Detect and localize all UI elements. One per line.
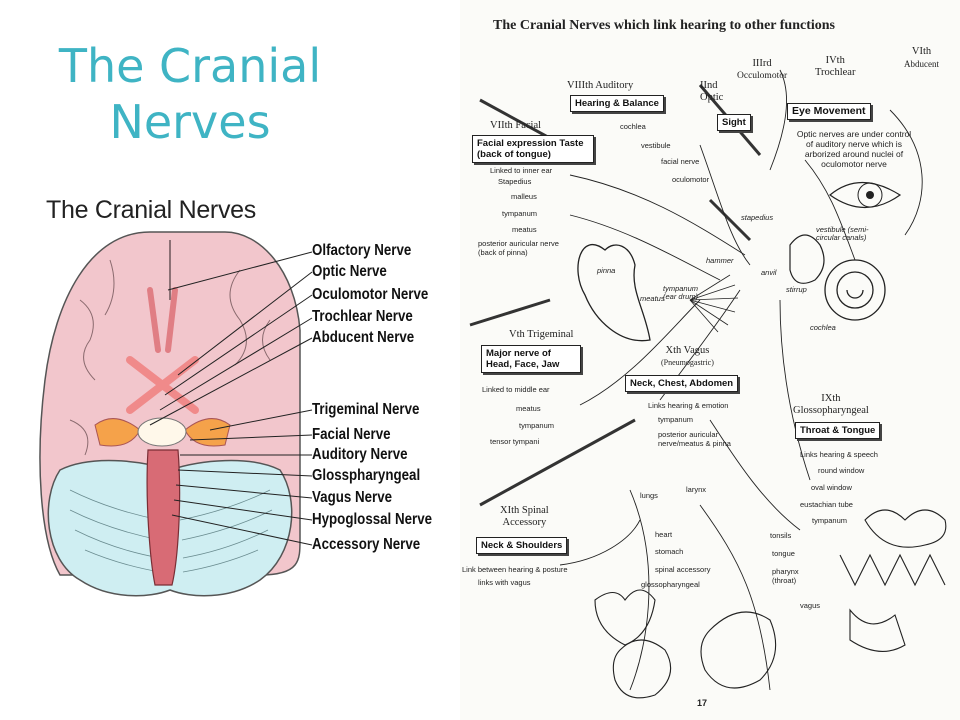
auditory-item-oculomotor: oculomotor (672, 175, 710, 184)
nerve-iv-label: IVth Trochlear (815, 55, 855, 79)
eye-movement-box: Eye Movement (787, 103, 871, 120)
slide-title-line2: Nerves (109, 95, 271, 149)
nerve-iii-label: IIIrd Occulomotor (737, 58, 787, 82)
major-nerve-box: Major nerve of Head, Face, Jaw (481, 345, 581, 373)
nerve-iv-name: Trochlear (815, 67, 856, 78)
facial-item-posterior-auricular: posterior auricular nerve (back of pinna… (478, 239, 559, 257)
organ-tongue: tongue (772, 549, 795, 558)
auditory-item-facial-nerve: facial nerve (661, 157, 700, 166)
glosso-item-round-window: round window (818, 466, 865, 475)
vagus-item-emotion: Links hearing & emotion (648, 401, 729, 410)
label-hypoglossal-nerve: Hypoglossal Nerve (312, 511, 433, 528)
hearing-balance-box: Hearing & Balance (570, 95, 664, 112)
nerve-ix-roman: IXth (821, 393, 841, 404)
auditory-item-vestibule: vestibule (641, 141, 671, 150)
organ-stomach: stomach (655, 547, 684, 556)
slide-title: The Cranial Nerves (40, 38, 340, 150)
organ-glossopharyngeal: glossopharyngeal (641, 580, 700, 589)
neck-shoulders-box: Neck & Shoulders (476, 537, 568, 554)
auditory-item-cochlea: cochlea (620, 122, 646, 131)
organ-pharynx: pharynx (throat) (772, 567, 799, 585)
trigeminal-item-middle-ear: Linked to middle ear (482, 385, 550, 394)
trigeminal-item-tensor-tympani: tensor tympani (490, 437, 540, 446)
label-optic-nerve: Optic Nerve (312, 263, 387, 280)
nerve-iii-roman: IIIrd (752, 58, 772, 69)
ear-part-vestibule: vestibule (semi-circular canals) (816, 225, 869, 242)
organ-heart: heart (655, 530, 673, 539)
facial-item-malleus: malleus (511, 192, 537, 201)
glosso-item-speech: Links hearing & speech (800, 450, 878, 459)
ear-part-cochlea: cochlea (810, 323, 836, 332)
ear-part-meatus: meatus (640, 294, 665, 303)
organ-larynx: larynx (686, 485, 707, 494)
label-glosspharyngeal: Glosspharyngeal (312, 467, 421, 484)
trigeminal-item-meatus: meatus (516, 404, 541, 413)
organ-vagus: vagus (800, 601, 821, 610)
nerve-xi-label: XIth Spinal Accessory (500, 505, 549, 529)
facial-expression-box: Facial expression Taste (back of tongue) (472, 135, 594, 163)
brain-diagram-heading: The Cranial Nerves (46, 196, 256, 224)
ear-part-stapedius: stapedius (741, 213, 774, 222)
label-trochlear-nerve: Trochlear Nerve (312, 308, 413, 325)
nerve-xi-roman: XIth Spinal (500, 505, 549, 516)
hearing-links-illustration (469, 69, 947, 699)
vagus-item-tympanum: tympanum (658, 415, 694, 424)
nerve-vii-roman: VIIth Facial (490, 120, 542, 131)
glosso-item-tympanum: tympanum (812, 516, 848, 525)
label-facial-nerve: Facial Nerve (312, 426, 391, 443)
page-number: 17 (697, 698, 708, 708)
label-vagus-nerve: Vagus Nerve (312, 489, 393, 506)
ear-part-stirrup: stirrup (786, 285, 807, 294)
ear-part-pinna: pinna (597, 266, 616, 275)
slide-title-line1: The Cranial (58, 39, 322, 93)
label-auditory-nerve: Auditory Nerve (312, 446, 408, 463)
nerve-v-roman: Vth Trigeminal (509, 329, 574, 340)
facial-item-stapedius: Stapedius (498, 177, 532, 186)
accessory-item-vagus: links with vagus (478, 578, 531, 587)
facial-item-meatus: meatus (512, 225, 537, 234)
nerve-x-sub: (Pneumogastric) (661, 358, 714, 367)
label-abducent-nerve: Abducent Nerve (312, 329, 415, 346)
nerve-x-roman: Xth Vagus (665, 345, 710, 356)
nerve-viii-roman: VIIIth Auditory (567, 80, 634, 91)
organ-tonsils: tonsils (770, 531, 792, 540)
ear-part-tympanum: tympanum (ear drum) (663, 284, 699, 301)
label-olfactory-nerve: Olfactory Nerve (312, 242, 412, 259)
eye-movement-note: Optic nerves are under control of audito… (796, 129, 912, 169)
label-accessory-nerve: Accessory Nerve (312, 536, 421, 553)
nerve-ii-roman: IInd (700, 80, 718, 91)
ear-part-hammer: hammer (706, 256, 734, 265)
throat-tongue-box: Throat & Tongue (795, 422, 881, 439)
organ-spinal-accessory: spinal accessory (655, 565, 711, 574)
nerve-iii-name: Occulomotor (737, 71, 788, 81)
trigeminal-item-tympanum: tympanum (519, 421, 555, 430)
ear-part-anvil: anvil (761, 268, 777, 277)
accessory-item-posture: Link between hearing & posture (462, 565, 568, 574)
facial-item-tympanum: tympanum (502, 209, 538, 218)
vagus-item-posterior-auricular: posterior auricular nerve/meatus & pinna (658, 430, 731, 448)
facial-item-inner-ear: Linked to inner ear (490, 166, 553, 175)
nerve-x-label: Xth Vagus (Pneumogastric) (661, 345, 714, 369)
nerve-ii-label: IInd Optic (700, 80, 723, 104)
label-trigeminal-nerve: Trigeminal Nerve (312, 401, 420, 418)
nerve-ii-name: Optic (700, 92, 724, 103)
organ-lungs: lungs (640, 491, 658, 500)
glosso-item-oval-window: oval window (811, 483, 852, 492)
neck-chest-abdomen-box: Neck, Chest, Abdomen (625, 375, 739, 392)
nerve-ix-name: Glossopharyngeal (793, 405, 869, 416)
nerve-iv-roman: IVth (825, 55, 845, 66)
label-oculomotor-nerve: Oculomotor Nerve (312, 286, 429, 303)
sight-box: Sight (717, 114, 751, 131)
brain-underside-illustration (39, 231, 313, 597)
nerve-ix-label: IXth Glossopharyngeal (793, 393, 869, 417)
textbook-page-title: The Cranial Nerves which link hearing to… (493, 18, 835, 33)
glosso-item-eustachian-tube: eustachian tube (800, 500, 853, 509)
nerve-vi-name: Abducent (904, 59, 939, 69)
nerve-vi-label: VIth Abducent (904, 46, 939, 70)
nerve-xi-name: Accessory (502, 517, 547, 528)
nerve-vi-roman: VIth (911, 46, 932, 57)
